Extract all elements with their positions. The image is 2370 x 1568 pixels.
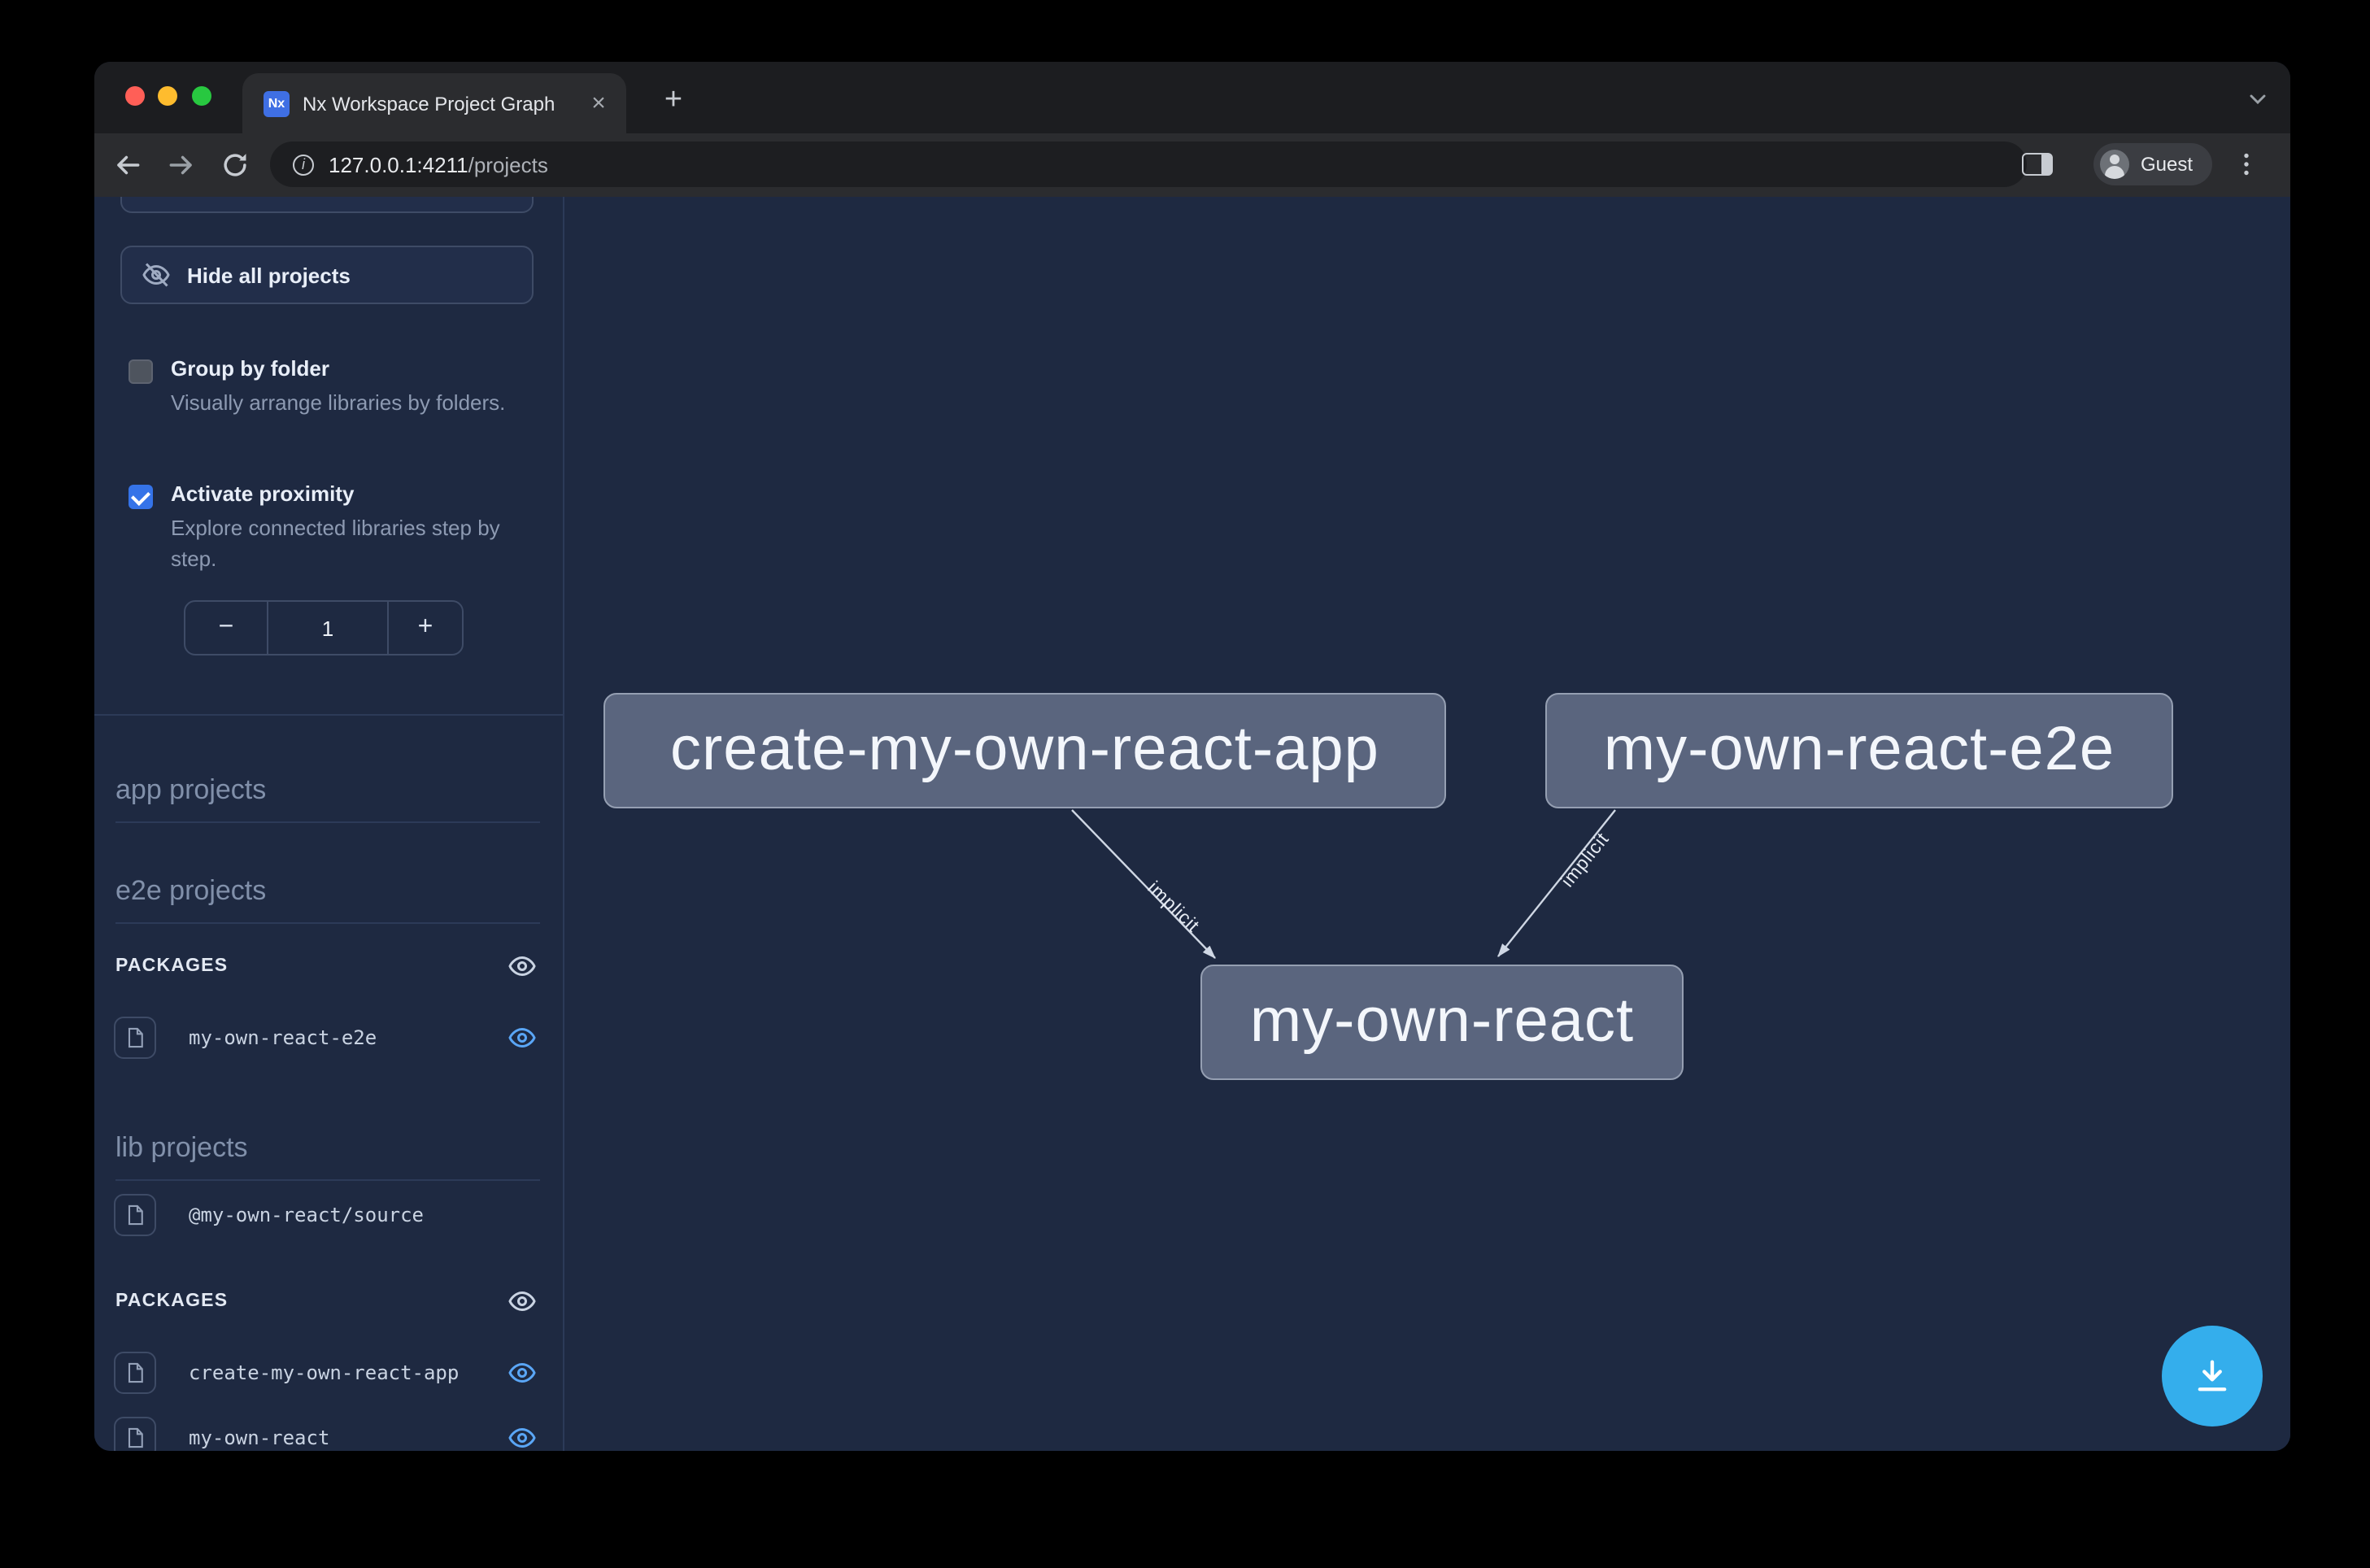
eye-off-icon xyxy=(142,260,171,290)
minimize-window-button[interactable] xyxy=(158,86,177,106)
app-projects-heading: app projects xyxy=(115,774,540,823)
list-item[interactable]: @my-own-react/source xyxy=(114,1194,537,1236)
activate-proximity-option: Activate proximity Explore connected lib… xyxy=(129,481,537,574)
group-by-folder-option: Group by folder Visually arrange librari… xyxy=(129,356,537,418)
list-item[interactable]: my-own-react-e2e xyxy=(114,1017,537,1059)
proximity-depth-stepper: − 1 + xyxy=(184,600,464,656)
browser-menu-icon[interactable] xyxy=(2232,150,2261,179)
project-name: my-own-react xyxy=(189,1426,508,1449)
graph-node-create-my-own-react-app[interactable]: create-my-own-react-app xyxy=(603,693,1446,808)
site-info-icon[interactable]: i xyxy=(293,154,314,175)
activate-proximity-label: Activate proximity xyxy=(171,481,537,506)
increment-button[interactable]: + xyxy=(389,602,462,654)
decrement-button[interactable]: − xyxy=(185,602,267,654)
list-item[interactable]: create-my-own-react-app xyxy=(114,1352,537,1394)
lib-projects-heading: lib projects xyxy=(115,1132,540,1181)
graph-canvas[interactable]: implicit implicit create-my-own-react-ap… xyxy=(564,197,2290,1451)
url-text: 127.0.0.1:4211/projects xyxy=(329,152,548,176)
project-name: my-own-react-e2e xyxy=(189,1026,508,1049)
packages-heading: PACKAGES xyxy=(115,1291,228,1311)
url-path: /projects xyxy=(468,152,548,176)
show-all-projects-button[interactable]: Show all projects xyxy=(120,197,534,213)
graph-edges xyxy=(564,197,2290,1451)
tab-strip: Nx Nx Workspace Project Graph × + xyxy=(94,62,2290,133)
hide-all-projects-button[interactable]: Hide all projects xyxy=(120,246,534,304)
toggle-project-visibility-icon[interactable] xyxy=(508,1023,537,1052)
file-icon xyxy=(114,1417,156,1451)
toggle-packages-visibility-icon[interactable] xyxy=(508,1287,537,1316)
proximity-depth-value: 1 xyxy=(267,602,389,654)
avatar-icon xyxy=(2100,150,2129,179)
browser-tab[interactable]: Nx Nx Workspace Project Graph × xyxy=(242,73,626,133)
graph-node-my-own-react[interactable]: my-own-react xyxy=(1200,965,1684,1080)
forward-button[interactable] xyxy=(166,150,197,181)
tab-close-icon[interactable]: × xyxy=(584,89,613,118)
toggle-project-visibility-icon[interactable] xyxy=(508,1423,537,1451)
reload-button[interactable] xyxy=(220,150,251,181)
group-by-folder-label: Group by folder xyxy=(171,356,537,381)
packages-heading: PACKAGES xyxy=(115,956,228,976)
toggle-packages-visibility-icon[interactable] xyxy=(508,952,537,981)
zoom-window-button[interactable] xyxy=(192,86,211,106)
profile-label: Guest xyxy=(2141,153,2193,176)
graph-node-my-own-react-e2e[interactable]: my-own-react-e2e xyxy=(1545,693,2173,808)
packages-header-row: PACKAGES xyxy=(115,952,537,981)
list-item[interactable]: my-own-react xyxy=(114,1417,537,1451)
file-icon xyxy=(114,1194,156,1236)
group-by-folder-description: Visually arrange libraries by folders. xyxy=(171,387,545,418)
nx-favicon-icon: Nx xyxy=(264,90,290,116)
group-by-folder-checkbox[interactable] xyxy=(129,359,153,384)
project-name: create-my-own-react-app xyxy=(189,1361,508,1384)
back-button[interactable] xyxy=(112,150,143,181)
sidebar: Show all projects Hide all projects Grou… xyxy=(94,197,563,1451)
packages-header-row: PACKAGES xyxy=(115,1287,537,1316)
address-bar[interactable]: i 127.0.0.1:4211/projects xyxy=(270,142,2027,187)
file-icon xyxy=(114,1352,156,1394)
e2e-projects-heading: e2e projects xyxy=(115,875,540,924)
hide-all-projects-label: Hide all projects xyxy=(187,263,351,287)
project-name: @my-own-react/source xyxy=(189,1204,537,1226)
browser-window: Nx Nx Workspace Project Graph × + i 127 xyxy=(94,62,2290,1451)
sidebar-divider xyxy=(94,714,563,716)
tab-title: Nx Workspace Project Graph xyxy=(303,92,584,115)
download-icon xyxy=(2191,1355,2233,1397)
new-tab-button[interactable]: + xyxy=(654,83,693,122)
toggle-project-visibility-icon[interactable] xyxy=(508,1358,537,1387)
close-window-button[interactable] xyxy=(125,86,145,106)
side-panel-icon[interactable] xyxy=(2022,153,2053,176)
file-icon xyxy=(114,1017,156,1059)
eye-icon xyxy=(142,197,171,198)
download-graph-button[interactable] xyxy=(2162,1326,2263,1426)
activate-proximity-checkbox[interactable] xyxy=(129,485,153,509)
url-host: 127.0.0.1:4211 xyxy=(329,152,468,176)
profile-chip[interactable]: Guest xyxy=(2093,143,2212,185)
nx-graph-app: Show all projects Hide all projects Grou… xyxy=(94,197,2290,1451)
browser-toolbar: i 127.0.0.1:4211/projects Guest xyxy=(94,133,2290,197)
tab-search-chevron-icon[interactable] xyxy=(2245,86,2271,120)
activate-proximity-description: Explore connected libraries step by step… xyxy=(171,512,545,574)
